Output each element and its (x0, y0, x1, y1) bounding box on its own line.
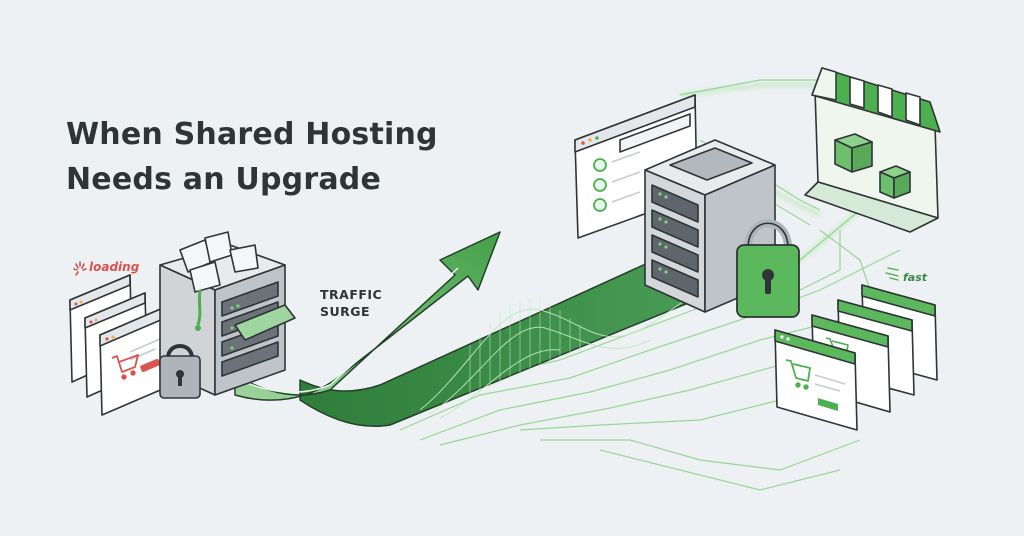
traffic-surge-line-1: TRAFFIC (320, 287, 383, 302)
page-title-line-1: When Shared Hosting (66, 117, 438, 152)
fast-tag: fast (903, 271, 928, 284)
speed-lines-icon (885, 267, 899, 281)
shopping-cart-icon (111, 354, 139, 380)
overloaded-shared-server (159, 231, 296, 396)
page-title-line-2: Needs an Upgrade (66, 162, 381, 197)
upgraded-server (644, 139, 776, 313)
slow-browser-stack (69, 274, 173, 416)
package-box-icon (834, 133, 911, 199)
loading-spinner-icon (73, 261, 87, 276)
page-title: When Shared Hosting Needs an Upgrade (66, 112, 438, 202)
fast-browser-stack (774, 284, 938, 431)
fast-window-1 (774, 329, 858, 431)
padlock-icon (159, 344, 201, 399)
shopping-cart-icon (785, 359, 811, 390)
traffic-surge-line-2: SURGE (320, 304, 371, 319)
upward-arrow-icon (234, 231, 501, 401)
checkmark-icon (593, 158, 607, 212)
overflow-papers (179, 231, 259, 293)
secure-padlock-icon (736, 219, 800, 318)
storefront-awning-icon (804, 67, 941, 233)
traffic-surge-label: TRAFFIC SURGE (320, 286, 382, 320)
loading-tag: loading (89, 260, 140, 274)
